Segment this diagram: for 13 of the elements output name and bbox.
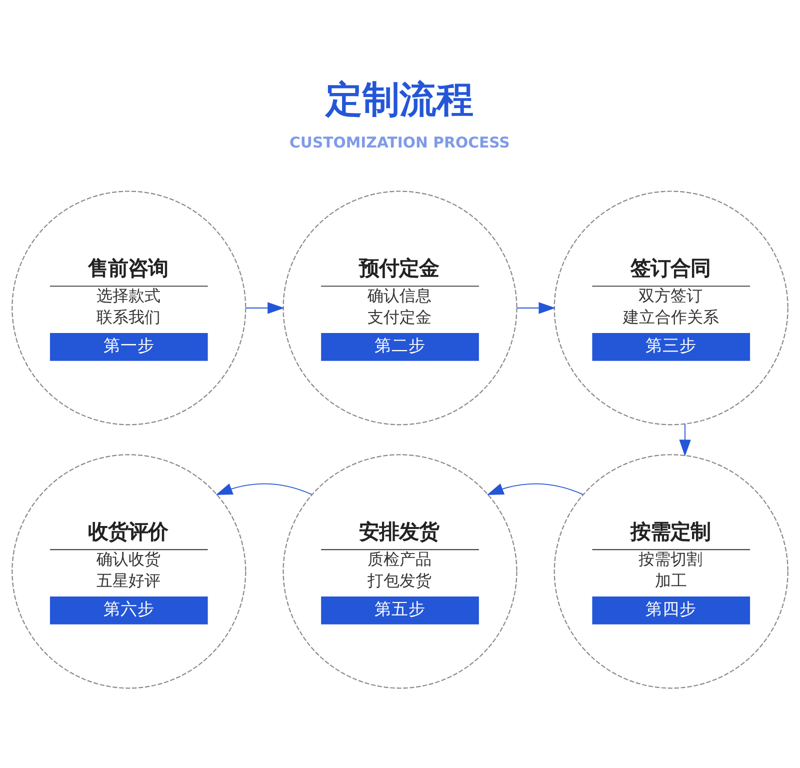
node-circle: 售前咨询 选择款式 联系我们 第一步 — [12, 190, 246, 426]
diagram-title: 定制流程 — [326, 78, 474, 122]
node-circle: 签订合同 双方签订 建立合作关系 第三步 — [554, 190, 788, 426]
arrow — [245, 302, 284, 314]
arrow — [516, 302, 556, 314]
node-circle: 收货评价 确认收货 五星好评 第六步 — [12, 454, 246, 689]
arrow — [486, 483, 584, 495]
node-circle: 安排发货 质检产品 打包发货 第五步 — [282, 454, 518, 689]
arrow — [679, 424, 691, 456]
label: CUSTOMIZATION PROCESS — [290, 133, 510, 152]
node-circle: 预付定金 确认信息 支付定金 第二步 — [282, 190, 518, 426]
arrow — [216, 483, 312, 495]
node-circle: 按需定制 按需切割 加工 第四步 — [554, 454, 788, 689]
